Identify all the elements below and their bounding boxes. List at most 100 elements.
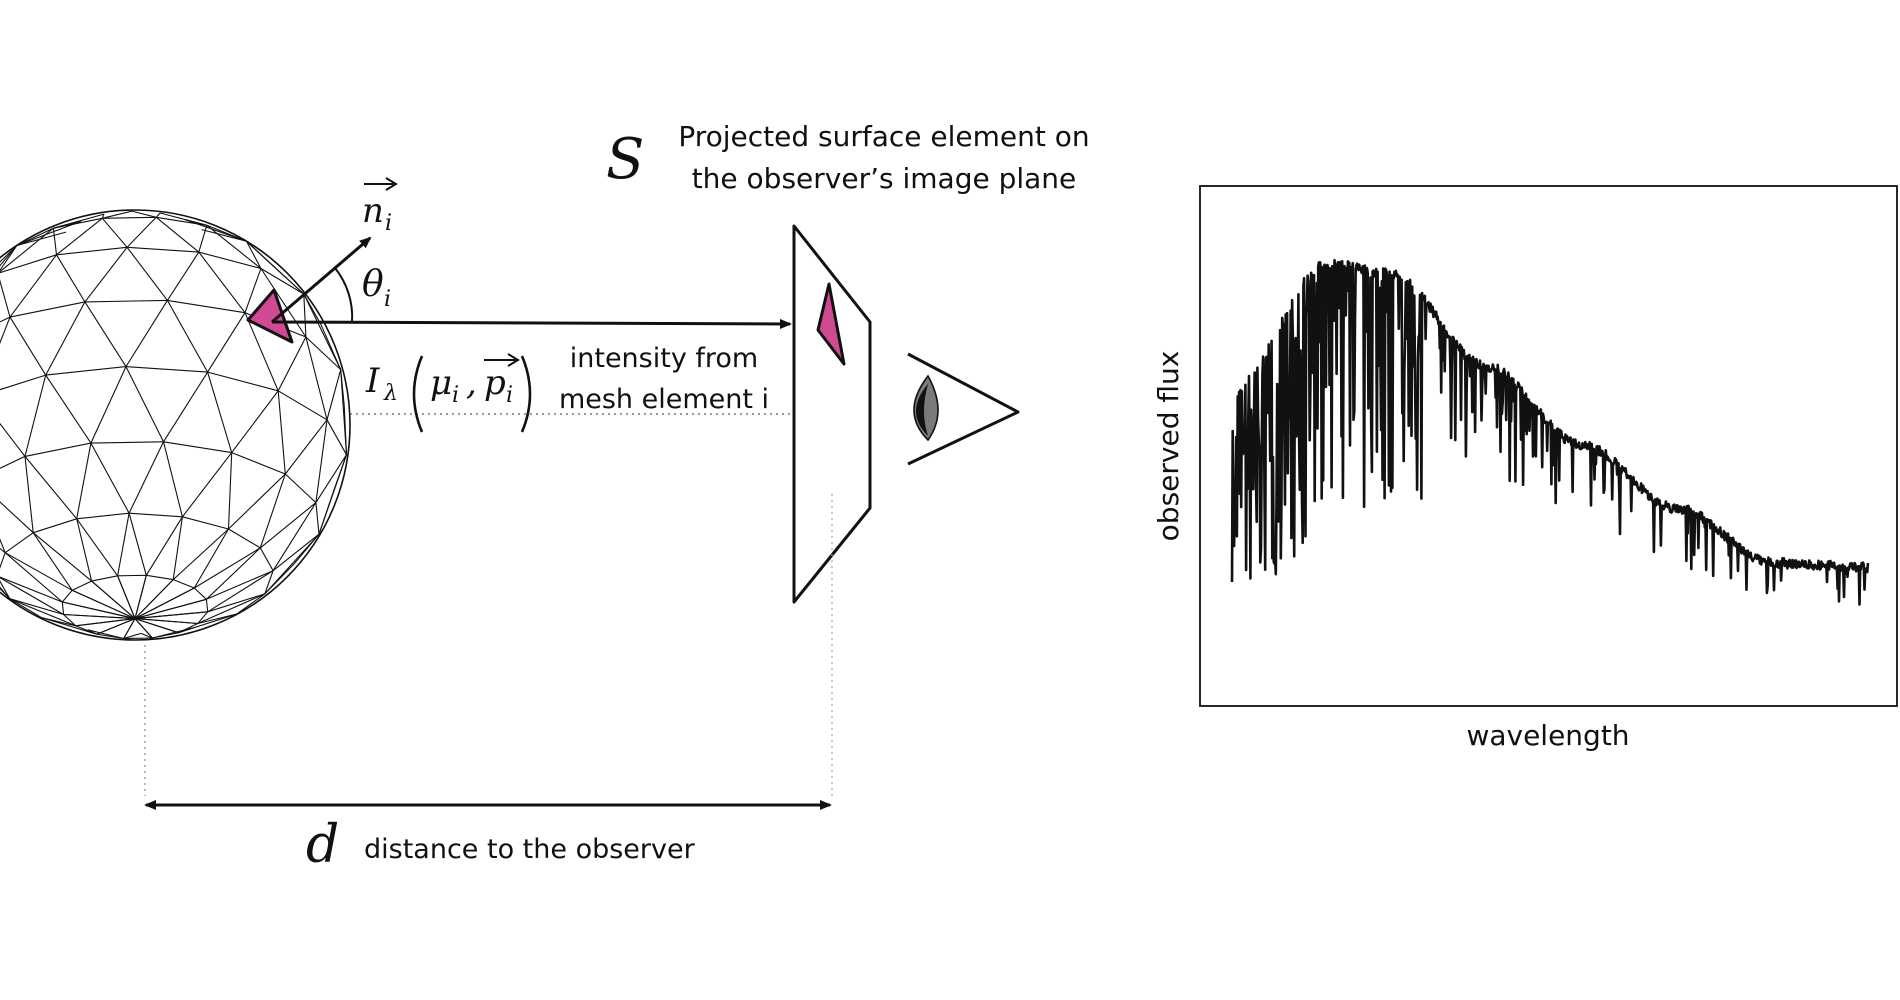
mesh-edge (32, 532, 92, 582)
mesh-edge (198, 251, 262, 270)
mesh-edge (9, 301, 86, 318)
mesh-edge (56, 246, 128, 256)
mesh-edge (206, 547, 261, 600)
mesh-edge (146, 574, 174, 581)
mesh-edge (0, 316, 11, 344)
mesh-edge (9, 598, 64, 616)
mesh-edge (259, 547, 274, 571)
intensity-text-line2: mesh element i (559, 384, 769, 415)
normal-vector-arrow (271, 236, 372, 324)
mesh-edge (102, 216, 157, 219)
mesh-edge (87, 629, 124, 640)
x-axis-label: wavelength (1466, 719, 1629, 752)
mesh-edge (340, 369, 345, 406)
mesh-edge (246, 240, 262, 269)
mesh-edge (320, 324, 342, 370)
mesh-edge (260, 268, 305, 295)
mesh-edge (172, 528, 229, 581)
mesh-edge (101, 217, 128, 248)
mesh-edge (90, 442, 130, 514)
mesh-edge (206, 570, 274, 600)
mesh-edge (125, 300, 168, 367)
spectrum-chart: wavelength observed flux (1152, 185, 1898, 752)
mesh-edge (166, 251, 200, 301)
mesh-edge (134, 587, 195, 620)
mesh-edge (52, 228, 58, 255)
ray-to-observer-arrow (271, 318, 792, 329)
mesh-edge (207, 593, 265, 613)
mesh-edge (123, 637, 153, 640)
distance-symbol: d (306, 815, 339, 875)
mesh-edge (193, 587, 207, 600)
mesh-edge (155, 216, 200, 253)
mesh-edge (123, 632, 142, 640)
mesh-edge (9, 316, 47, 376)
mesh-edge (236, 593, 266, 615)
mesh-edge (0, 245, 18, 268)
mesh-edge (0, 316, 11, 397)
mesh-edge (193, 528, 229, 589)
mesh-edge (16, 220, 81, 247)
mesh-edge (0, 479, 34, 534)
mesh-edge (172, 579, 195, 589)
mesh-edge (0, 245, 18, 301)
mesh-edge (90, 441, 164, 444)
mesh-edge (71, 580, 92, 591)
mesh-edge (315, 454, 347, 503)
mesh-edge (303, 293, 342, 370)
mesh-edge (24, 442, 92, 457)
y-axis-label: observed flux (1152, 351, 1185, 542)
mesh-edge (264, 570, 274, 595)
mesh-edge (45, 374, 92, 444)
mesh-edge (163, 371, 209, 443)
mesh-element-highlight (246, 288, 294, 344)
mesh-edge (272, 502, 317, 571)
mesh-edge (277, 390, 286, 475)
mesh-edge (134, 575, 147, 619)
mesh-edge (198, 225, 208, 253)
mesh-edge (76, 518, 119, 577)
surface-symbol: S (606, 127, 644, 192)
svg-text:i: i (384, 287, 391, 312)
mesh-edge (244, 312, 279, 392)
mesh-edge (16, 227, 54, 246)
svg-text:I: I (365, 361, 380, 401)
mesh-edge (117, 575, 136, 619)
mesh-edge (0, 395, 26, 457)
mesh-edge (0, 575, 64, 615)
mesh-edge (0, 552, 6, 577)
mesh-edge (163, 441, 232, 454)
mesh-edge (0, 245, 18, 274)
mesh-edge (198, 251, 246, 314)
mesh-edge (155, 212, 161, 218)
mesh-edge (152, 627, 194, 639)
mesh-edge (134, 618, 198, 625)
mesh-edge (231, 390, 279, 453)
mesh-edge (9, 598, 42, 619)
projected-mesh-element (816, 282, 846, 366)
mesh-edge (127, 246, 199, 253)
mesh-edge (0, 569, 11, 600)
mesh-edge (244, 268, 262, 313)
mesh-edge (0, 455, 26, 481)
svg-text:i: i (385, 211, 392, 236)
mesh-edge (156, 216, 207, 226)
mesh-edge (117, 513, 130, 576)
mesh-edge (272, 533, 320, 572)
mesh-edge (117, 574, 147, 577)
mesh-edge (166, 300, 209, 373)
mesh-edge (76, 518, 93, 582)
mesh-edge (277, 336, 307, 392)
mesh-edge (277, 390, 328, 421)
mesh-edge (140, 632, 153, 639)
star-mesh-sphere (0, 209, 351, 641)
normal-label: n i (362, 177, 398, 236)
mesh-edge (172, 516, 183, 580)
mesh-edge (84, 301, 127, 367)
mesh-edge (63, 614, 77, 627)
mesh-edge (303, 293, 307, 338)
mesh-edge (0, 575, 11, 599)
mesh-edge (315, 502, 320, 535)
eye-icon (907, 352, 1020, 466)
mesh-edge (326, 419, 347, 455)
